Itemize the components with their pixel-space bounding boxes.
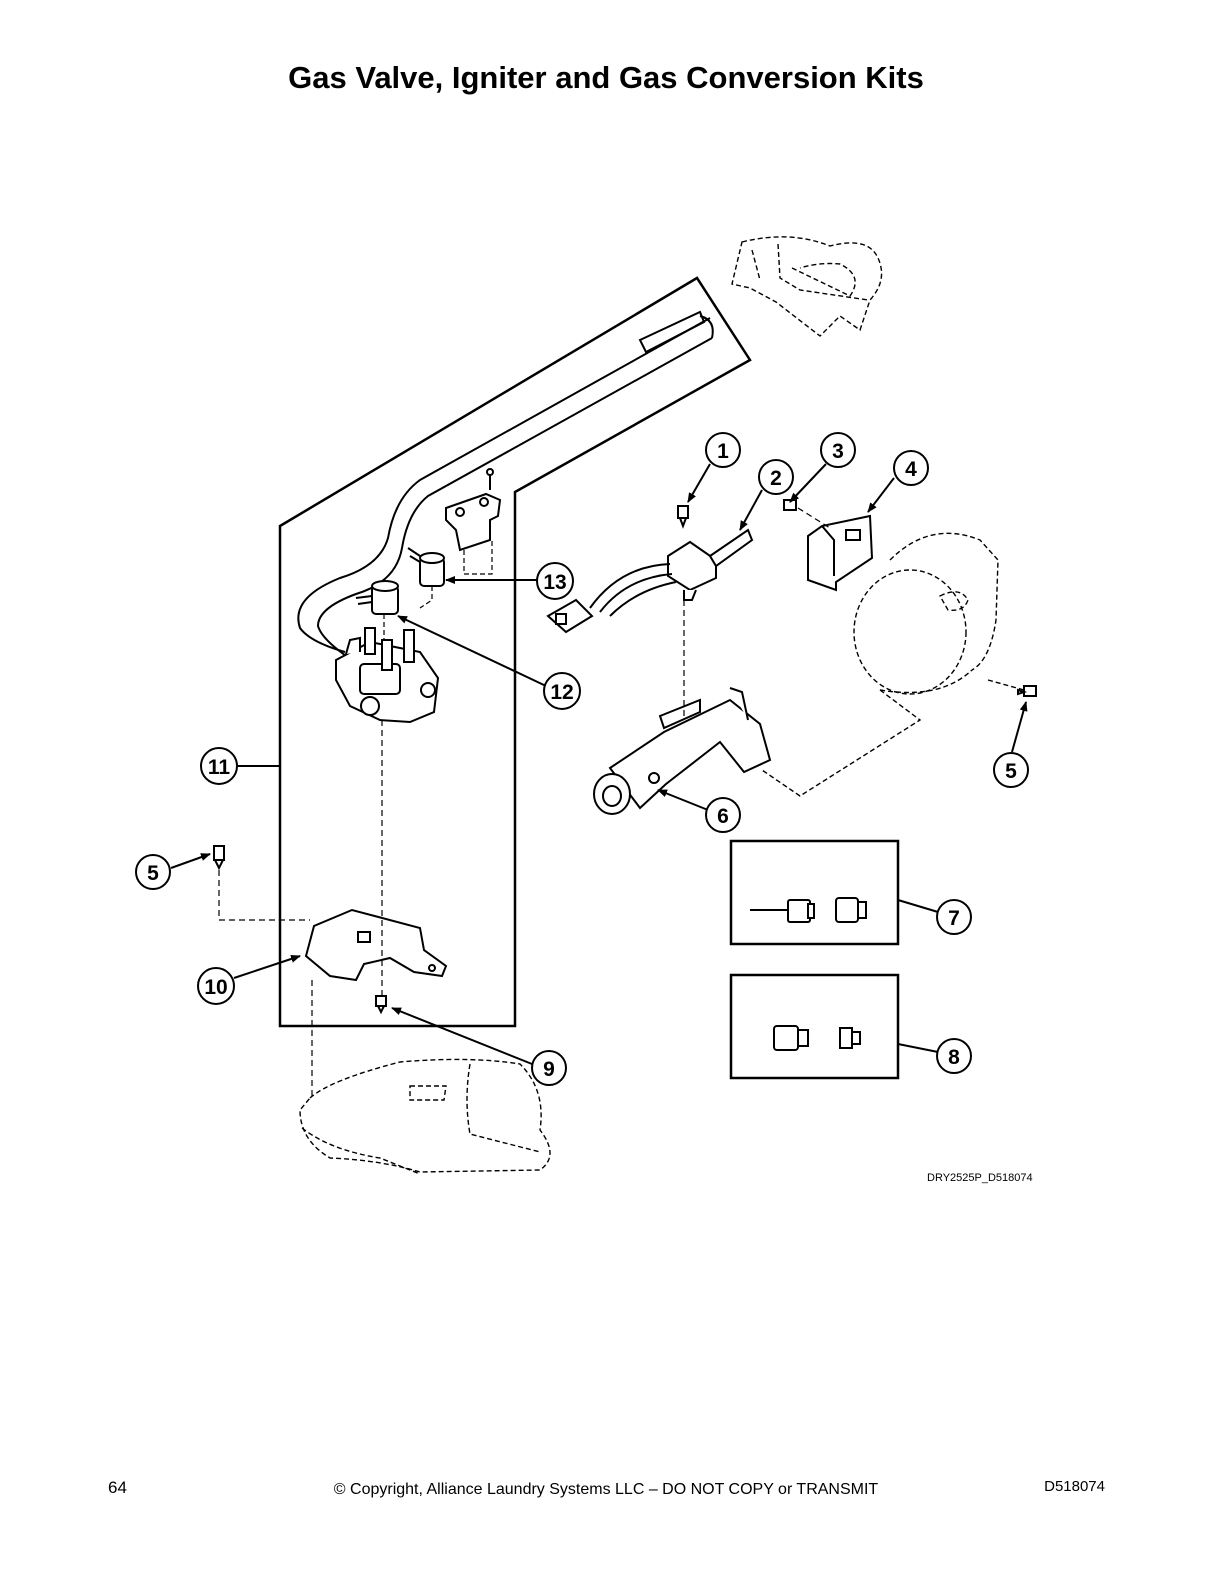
base-plate (299, 1058, 551, 1175)
screw-5-left (213, 845, 225, 871)
callout-label: 8 (948, 1046, 960, 1069)
page-title: Gas Valve, Igniter and Gas Conversion Ki… (288, 60, 924, 95)
callout-7: 7 (936, 899, 972, 935)
callout-9: 9 (531, 1050, 567, 1086)
callout-12: 12 (543, 672, 581, 710)
burner-housing (761, 532, 1025, 797)
callout-label: 10 (204, 976, 227, 999)
callout-label: 2 (770, 467, 782, 490)
callout-10: 10 (197, 967, 235, 1005)
callout-6: 6 (705, 797, 741, 833)
solenoid-coil-12 (355, 580, 399, 615)
leader-lines (170, 463, 1028, 1065)
upper-cabinet-bracket (731, 236, 883, 337)
gas-pipe (297, 310, 714, 661)
screw-5-right (1017, 685, 1037, 697)
solenoid-coil-13 (407, 547, 445, 587)
diagram-code: DRY2525P_D518074 (927, 1172, 1033, 1184)
callout-label: 1 (717, 440, 729, 463)
igniter-wires (589, 563, 677, 617)
callout-label: 13 (543, 571, 566, 594)
kit-outline (278, 276, 752, 1028)
callout-label: 5 (147, 862, 159, 885)
igniter-connector (546, 598, 594, 634)
callout-4: 4 (893, 450, 929, 486)
kit-box-7 (729, 839, 900, 946)
callout-5-right: 5 (993, 752, 1029, 788)
igniter (667, 528, 754, 601)
screw-9 (375, 995, 387, 1015)
callout-1: 1 (705, 432, 741, 468)
callout-5-left: 5 (135, 854, 171, 890)
callout-label: 5 (1005, 760, 1017, 783)
callout-label: 7 (948, 907, 960, 930)
callout-label: 9 (543, 1058, 555, 1081)
kit-7-parts (750, 897, 867, 923)
gas-valve (335, 627, 440, 724)
callout-8: 8 (936, 1038, 972, 1074)
callout-3: 3 (820, 432, 856, 468)
callout-label: 3 (832, 440, 844, 463)
callout-11: 11 (200, 747, 238, 785)
page-number: 64 (108, 1478, 127, 1497)
copyright-notice: © Copyright, Alliance Laundry Systems LL… (333, 1481, 879, 1498)
callout-13: 13 (536, 562, 574, 600)
callout-2: 2 (758, 459, 794, 495)
callout-label: 11 (208, 756, 231, 779)
callout-label: 4 (905, 458, 917, 481)
igniter-bracket (807, 514, 874, 592)
screw-1 (677, 505, 689, 529)
document-number: D518074 (1044, 1478, 1105, 1495)
kit-box-8 (729, 973, 900, 1080)
valve-bracket (304, 908, 448, 982)
callout-label: 6 (717, 805, 729, 828)
burner-tube (593, 687, 772, 815)
kit-8-parts (773, 1025, 861, 1051)
coil-bracket (445, 468, 502, 552)
callout-label: 12 (550, 681, 573, 704)
